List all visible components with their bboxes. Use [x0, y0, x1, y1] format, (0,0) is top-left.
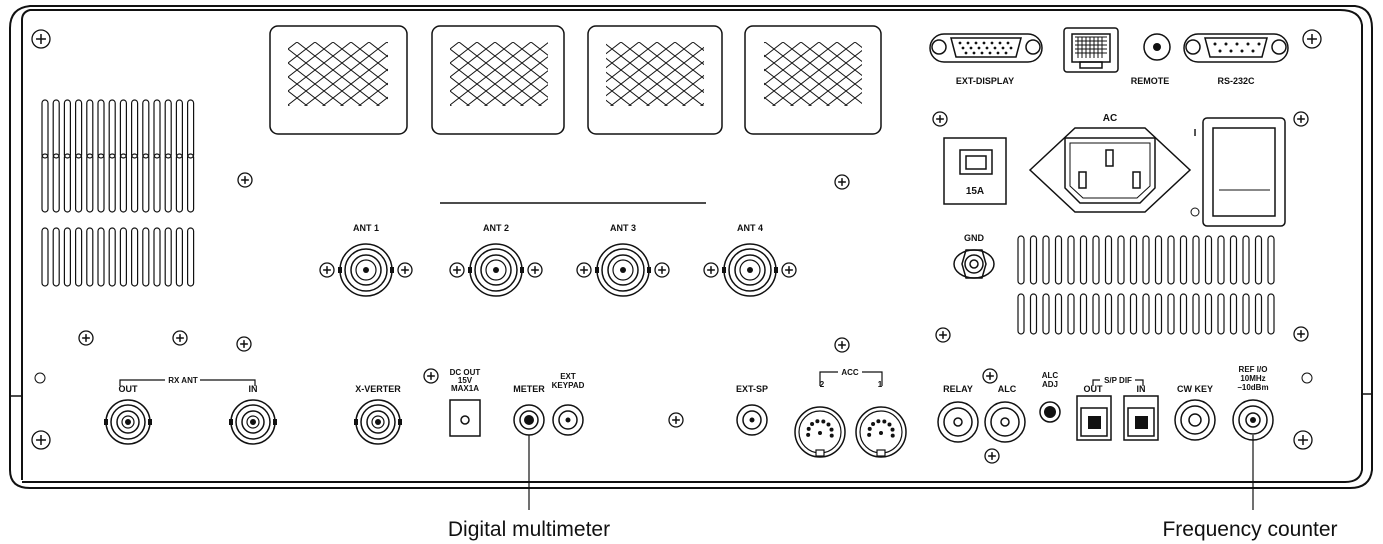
label-relay: RELAY: [943, 384, 973, 394]
label-ext-sp: EXT-SP: [736, 384, 768, 394]
ext-keypad-jack: [552, 404, 584, 436]
left-slot-vents: [41, 99, 195, 287]
callout-digital-multimeter: Digital multimeter: [448, 518, 610, 541]
right-slot-vents: [1017, 235, 1275, 335]
rx-ant-bracket: [119, 379, 256, 386]
label-ant3: ANT 3: [610, 223, 636, 233]
power-switch: [1190, 117, 1286, 227]
label-ant4: ANT 4: [737, 223, 763, 233]
chassis-bottom-step: [10, 393, 1372, 397]
label-ref-3: –10dBm: [1237, 383, 1268, 392]
alc-adj-knob: [1039, 401, 1061, 423]
label-spdif-out: OUT: [1084, 384, 1104, 394]
label-cw-key: CW KEY: [1177, 384, 1213, 394]
acc-din-sockets: [794, 406, 907, 458]
panel-screws: [31, 29, 1322, 464]
label-meter: METER: [513, 384, 545, 394]
label-acc-2: 2: [820, 380, 825, 389]
label-ext-keypad-2: KEYPAD: [552, 381, 585, 390]
label-xverter: X-VERTER: [355, 384, 401, 394]
label-rx-in: IN: [249, 384, 258, 394]
meter-jack: [513, 404, 545, 436]
gnd-terminal: [953, 249, 995, 279]
spdif-out-port: [1076, 395, 1112, 441]
label-ref-1: REF I/O: [1239, 365, 1268, 374]
chassis-outer-edge: [9, 5, 1373, 489]
spdif-in-port: [1123, 395, 1159, 441]
cw-key-jack: [1174, 399, 1216, 441]
label-acc-1: 1: [878, 380, 883, 389]
label-ant1: ANT 1: [353, 223, 379, 233]
label-fuse: 15A: [966, 186, 984, 197]
remote-jack: [1143, 33, 1171, 61]
label-ac: AC: [1103, 113, 1117, 124]
label-alc: ALC: [998, 384, 1017, 394]
label-dc-out-3: MAX1A: [451, 384, 479, 393]
ac-inlet: [1028, 127, 1192, 213]
bnc-connectors: [104, 243, 778, 445]
fuse-holder: [943, 137, 1007, 205]
chassis-outline: [21, 9, 1363, 483]
relay-jack: [937, 401, 979, 443]
indicator-hole-left: [34, 372, 46, 384]
label-ext-keypad-1: EXT: [560, 372, 576, 381]
label-ant2: ANT 2: [483, 223, 509, 233]
mesh-vents: [269, 25, 882, 135]
callout-frequency-counter: Frequency counter: [1162, 518, 1337, 541]
label-ref-2: 10MHz: [1240, 374, 1265, 383]
dc-out-jack: [449, 399, 481, 437]
label-spdif-in: IN: [1137, 384, 1146, 394]
label-alc-adj-2: ADJ: [1042, 380, 1058, 389]
ref-io-connector: [1232, 399, 1274, 441]
rs232c-port: [1183, 33, 1289, 63]
label-dc-out-2: 15V: [458, 376, 473, 385]
label-power-on: I: [1194, 128, 1197, 139]
label-rx-ant: RX ANT: [168, 376, 198, 385]
label-remote: REMOTE: [1131, 76, 1170, 86]
label-spdif: S/P DIF: [1104, 376, 1132, 385]
label-alc-adj-1: ALC: [1042, 371, 1059, 380]
acc-bracket: [819, 371, 883, 386]
alc-jack: [984, 401, 1026, 443]
indicator-hole-right: [1301, 372, 1313, 384]
spdif-bracket: [1092, 379, 1144, 386]
ext-display-port: [929, 33, 1043, 63]
label-rx-out: OUT: [119, 384, 139, 394]
label-ext-display: EXT-DISPLAY: [956, 76, 1014, 86]
label-rs232c: RS-232C: [1217, 76, 1255, 86]
label-gnd: GND: [964, 233, 985, 243]
label-dc-out-1: DC OUT: [450, 368, 481, 377]
lan-port: [1063, 27, 1119, 73]
label-acc: ACC: [841, 368, 859, 377]
ext-sp-jack: [736, 404, 768, 436]
